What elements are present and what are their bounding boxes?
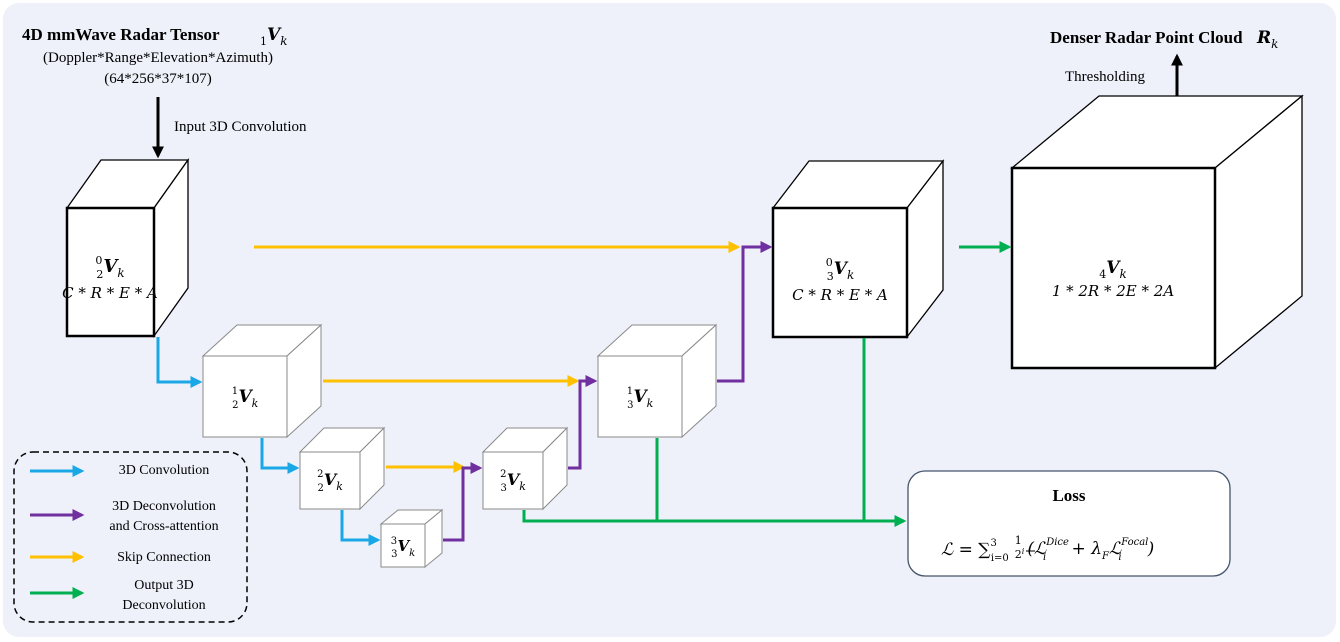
cube-v21 [201,323,323,439]
legend-box [13,451,248,623]
legend-deconv-label2: and Cross-attention [109,519,218,534]
cube-v4 [1010,94,1304,370]
loss-box [907,470,1231,577]
input-symbol: 1Vk [260,25,287,48]
cube-v30-formula: C * R * E * A [792,286,888,304]
output-title: Denser Radar Point Cloud [1050,28,1243,47]
cube-v32 [481,426,569,511]
input-size: (64*256*37*107) [104,71,212,87]
legend-output-label2: Deconvolution [122,598,205,613]
output-symbol: Rk [1256,28,1278,51]
input-title: 4D mmWave Radar Tensor [22,25,220,44]
input-dims: (Doppler*Range*Elevation*Azimuth) [43,50,273,66]
deconv-arrow-2 [568,375,598,470]
conv-arrow-1 [156,337,203,388]
output-arrow-label: Thresholding [1065,69,1145,85]
deconv-arrow-1 [443,462,483,542]
cube-v33 [379,508,444,569]
legend-deconv-label: 3D Deconvolution [112,499,216,514]
deconv-arrow-3 [717,241,773,383]
cube-v31 [596,323,718,439]
legend-skip-label: Skip Connection [117,550,211,565]
legend-output-label: Output 3D [134,578,194,593]
cube-v20-formula: C * R * E * A [62,284,158,302]
cube-v22 [298,426,386,511]
legend-conv-label: 3D Convolution [119,463,210,478]
input-arrow-label: Input 3D Convolution [174,119,307,135]
cube-v30 [771,159,945,339]
cube-v20 [65,157,190,339]
conv-arrow-2 [260,438,300,474]
loss-arrow-main [522,510,907,527]
loss-title: Loss [1052,486,1085,505]
conv-arrow-3 [340,510,381,546]
cube-v4-formula: 1 * 2R * 2E * 2A [1052,282,1175,300]
cube-v4-label: 4Vk [1099,258,1126,281]
